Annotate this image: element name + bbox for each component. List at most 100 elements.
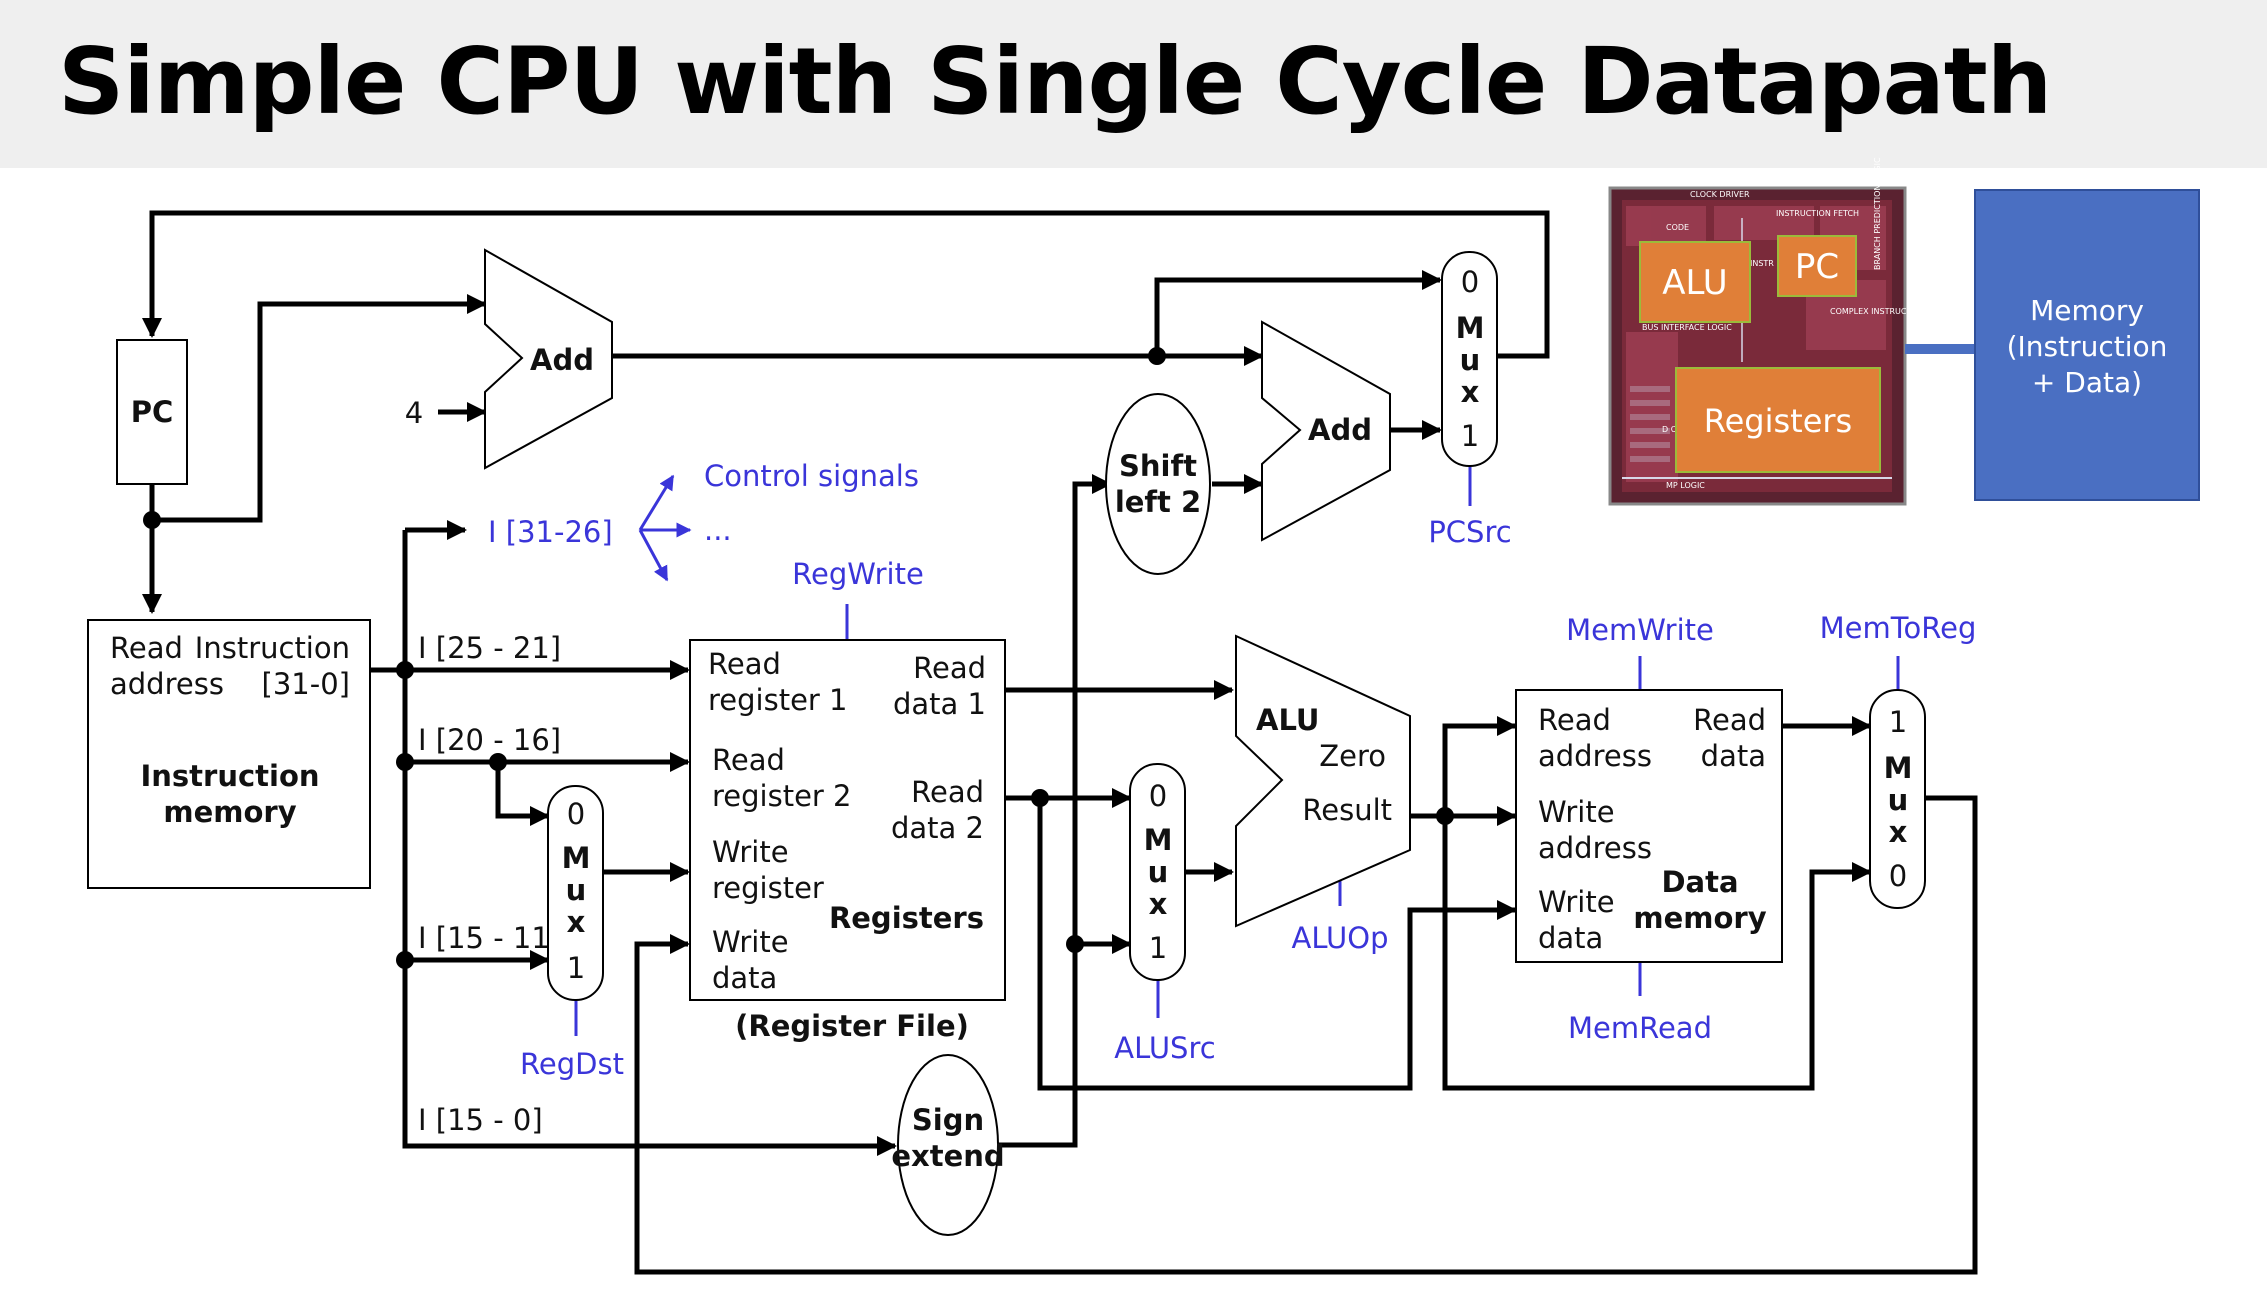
memtoreg-mux-u: u xyxy=(1888,783,1909,817)
reg-write-data-2: data xyxy=(712,961,777,995)
alu-name: ALU xyxy=(1256,703,1319,737)
wire-pc-next xyxy=(142,210,1550,359)
signal-memread: MemRead xyxy=(1568,1011,1712,1045)
alusrc-mux-x: x xyxy=(1149,887,1168,921)
die-label-mp: MP LOGIC xyxy=(1666,481,1705,490)
field-rt: I [20 - 16] xyxy=(418,723,561,757)
reg-read-reg1-1: Read xyxy=(708,647,781,681)
alu xyxy=(1235,634,1411,928)
branch-adder-label: Add xyxy=(1308,413,1372,447)
shift-left-2 xyxy=(1105,393,1211,575)
reg-read-data2-2: data 2 xyxy=(891,811,984,845)
die-label-d: D CA xyxy=(1662,425,1682,434)
signal-aluop: ALUOp xyxy=(1291,921,1388,955)
regdst-mux-x: x xyxy=(567,905,586,939)
chip-memory-connector xyxy=(1905,344,1975,354)
dmem-read-address-2: address xyxy=(1538,739,1652,773)
chip-registers-block xyxy=(1675,367,1881,473)
field-rd: I [15 - 11] xyxy=(418,921,561,955)
imem-name-1: Instruction xyxy=(140,759,319,793)
const-four: 4 xyxy=(405,396,423,430)
regdst-mux-1: 1 xyxy=(567,951,585,985)
alusrc-mux xyxy=(1129,763,1186,981)
reg-write-data-1: Write xyxy=(712,925,789,959)
reg-write-reg-1: Write xyxy=(712,835,789,869)
wires xyxy=(142,210,1978,1275)
reg-write-reg-2: register xyxy=(712,871,824,905)
wire-pc-add xyxy=(152,294,487,523)
reg-read-reg1-2: register 1 xyxy=(708,683,848,717)
chip-pc-block xyxy=(1777,235,1857,297)
dmem-read-address-1: Read xyxy=(1538,703,1611,737)
memtoreg-mux-x: x xyxy=(1889,815,1908,849)
control-ellipsis: ... xyxy=(704,513,732,547)
die-label-complex: COMPLEX INSTRUCTION SUPPORT xyxy=(1830,307,1965,316)
memtoreg-mux xyxy=(1869,689,1926,909)
page-title: Simple CPU with Single Cycle Datapath xyxy=(58,28,2052,135)
imem-read-address-1: Read xyxy=(110,631,183,665)
memtoreg-mux-m: M xyxy=(1884,751,1913,785)
imem-name-2: memory xyxy=(163,795,296,829)
alu-result: Result xyxy=(1302,793,1392,827)
dmem-name-1: Data xyxy=(1661,865,1738,899)
dmem-write-address-2: address xyxy=(1538,831,1652,865)
signal-alusrc: ALUSrc xyxy=(1114,1031,1215,1065)
signal-pcsrc: PCSrc xyxy=(1428,515,1511,549)
reg-read-reg2-1: Read xyxy=(712,743,785,777)
reg-read-data1-1: Read xyxy=(913,651,986,685)
alusrc-mux-u: u xyxy=(1148,855,1169,889)
die-label-bus: BUS INTERFACE LOGIC xyxy=(1642,323,1732,332)
memtoreg-mux-1: 1 xyxy=(1889,705,1907,739)
reg-read-reg2-2: register 2 xyxy=(712,779,852,813)
pc-register xyxy=(116,339,188,485)
chip-pc-label: PC xyxy=(1795,247,1839,287)
junctions xyxy=(143,347,1454,969)
dmem-write-address-1: Write xyxy=(1538,795,1615,829)
dmem-write-data-1: Write xyxy=(1538,885,1615,919)
wire-sign-shift xyxy=(998,474,1112,1148)
signal-regdst: RegDst xyxy=(520,1047,624,1081)
dmem-write-data-2: data xyxy=(1538,921,1603,955)
signal-memtoreg: MemToReg xyxy=(1820,611,1977,645)
control-signals-label: Control signals xyxy=(704,459,919,493)
pc-adder xyxy=(484,248,613,470)
memory-box-line1: Memory xyxy=(2030,294,2144,327)
sign-label-1: Sign xyxy=(912,1103,984,1137)
sign-label-2: extend xyxy=(891,1139,1004,1173)
pcsrc-mux-0: 0 xyxy=(1461,265,1479,299)
data-memory xyxy=(1515,689,1783,963)
wire-rt-mux xyxy=(495,762,550,826)
pcsrc-mux-1: 1 xyxy=(1461,419,1479,453)
dmem-read-data-1: Read xyxy=(1693,703,1766,737)
dmem-name-2: memory xyxy=(1633,901,1766,935)
pcsrc-mux-m: M xyxy=(1456,311,1485,345)
chip-alu-block xyxy=(1639,241,1751,323)
die-label-fetch: INSTRUCTION FETCH xyxy=(1776,209,1859,218)
pcsrc-mux-x: x xyxy=(1461,375,1480,409)
memory-box-line3: + Data) xyxy=(2032,366,2142,399)
reg-read-data2-1: Read xyxy=(911,775,984,809)
dmem-read-data-2: data xyxy=(1701,739,1766,773)
wire-result-memtoreg xyxy=(1442,816,1872,1091)
memory-box-line2: (Instruction xyxy=(2007,330,2168,363)
regdst-mux-u: u xyxy=(566,873,587,907)
signal-memwrite: MemWrite xyxy=(1566,613,1714,647)
register-file xyxy=(689,639,1006,1001)
signal-regwrite: RegWrite xyxy=(792,557,924,591)
field-imm: I [15 - 0] xyxy=(418,1103,543,1137)
die-label-instr: INSTR DE xyxy=(1750,259,1788,268)
die-label-clock: CLOCK DRIVER xyxy=(1690,190,1750,199)
pc-adder-label: Add xyxy=(530,343,594,377)
shift-label-2: left 2 xyxy=(1115,485,1201,519)
reg-name: Registers xyxy=(829,901,984,935)
memtoreg-mux-0: 0 xyxy=(1889,859,1907,893)
pc-label: PC xyxy=(131,395,174,429)
pcsrc-mux xyxy=(1441,251,1498,467)
alu-zero: Zero xyxy=(1319,739,1386,773)
field-rs: I [25 - 21] xyxy=(418,631,561,665)
branch-adder xyxy=(1261,320,1391,542)
reg-caption: (Register File) xyxy=(735,1009,969,1043)
alusrc-mux-0: 0 xyxy=(1149,779,1167,813)
wire-writeback xyxy=(634,795,1978,1275)
